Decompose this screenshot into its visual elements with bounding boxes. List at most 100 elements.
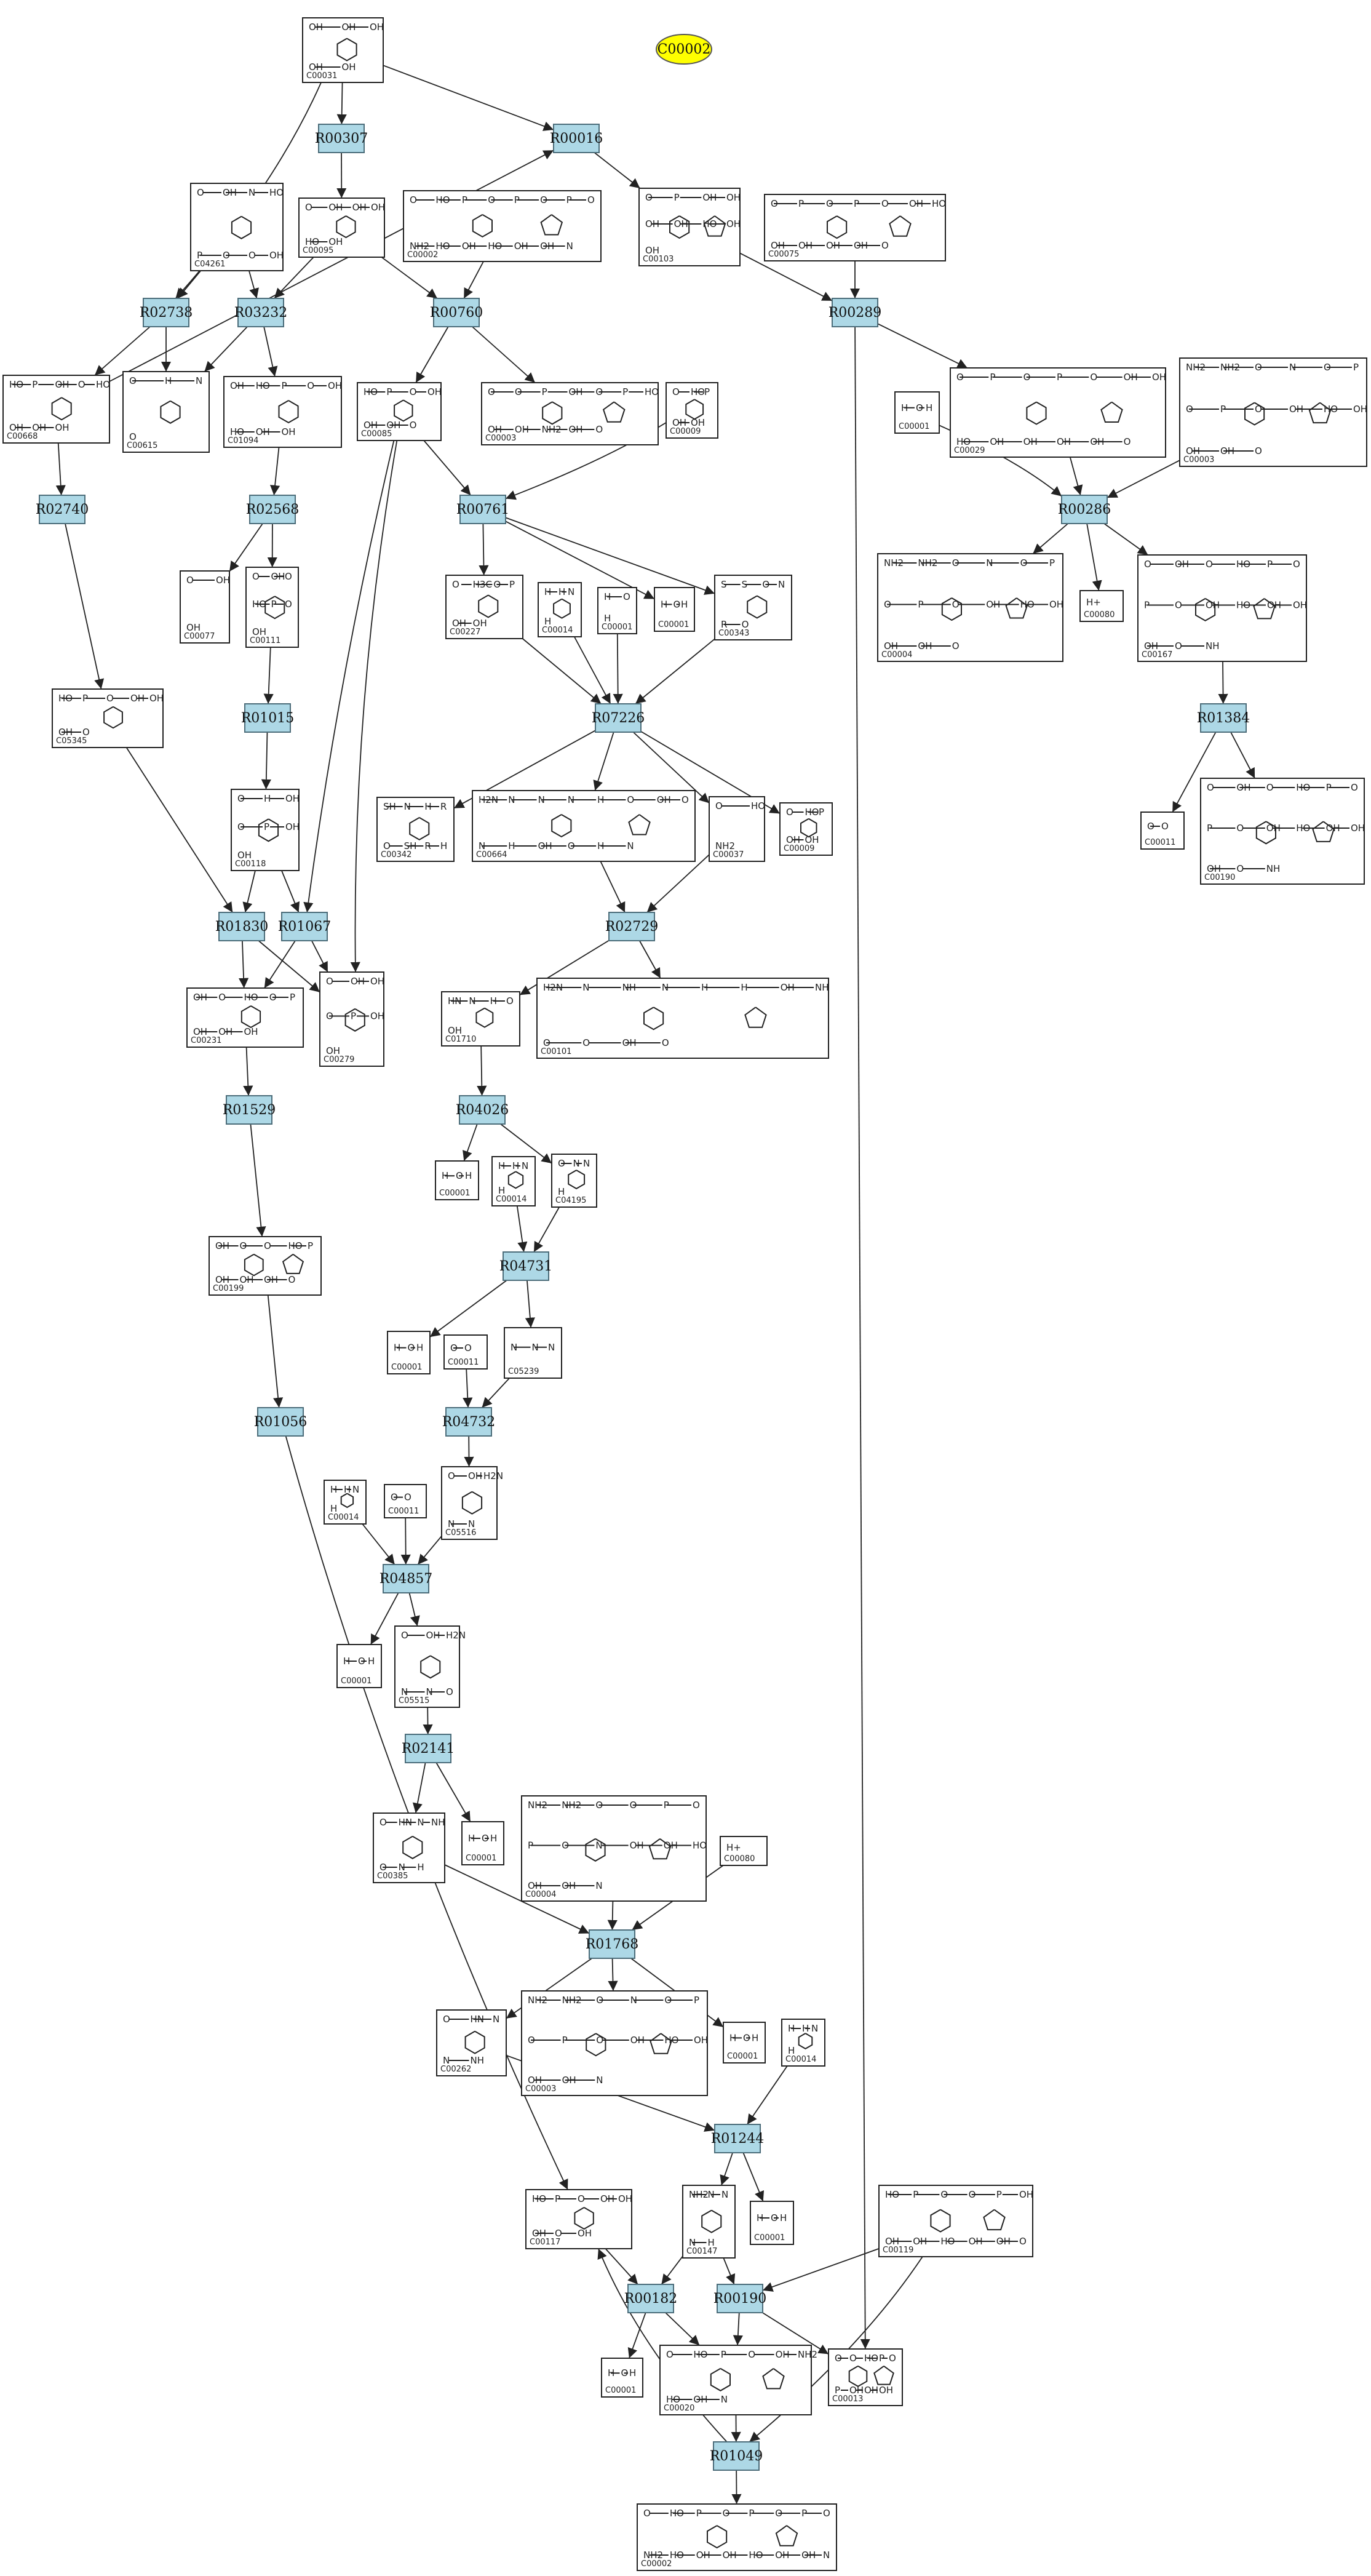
reaction-r04732[interactable]: R04732 (442, 1407, 496, 1437)
compound-id-label: C00668 (7, 432, 38, 441)
reaction-r00307[interactable]: R00307 (315, 124, 368, 153)
reaction-r00286[interactable]: R00286 (1058, 495, 1111, 524)
reaction-r01015[interactable]: R01015 (241, 703, 295, 733)
atom-label: O (786, 807, 793, 818)
reaction-r01768[interactable]: R01768 (586, 1929, 639, 1959)
reaction-r07226[interactable]: R07226 (592, 703, 645, 733)
reaction-r01244[interactable]: R01244 (711, 2124, 765, 2153)
reaction-r00289[interactable]: R00289 (829, 298, 882, 327)
reaction-r00016[interactable]: R00016 (550, 124, 603, 153)
reaction-r04026[interactable]: R04026 (456, 1095, 509, 1125)
atom-label: OH (427, 386, 442, 397)
reaction-r01049[interactable]: R01049 (710, 2441, 763, 2471)
reaction-r01384[interactable]: R01384 (1197, 703, 1250, 733)
reaction-r02141[interactable]: R02141 (402, 1734, 455, 1763)
reaction-r00190[interactable]: R00190 (713, 2284, 767, 2313)
highlight-compound[interactable]: C00002 (656, 34, 712, 65)
reaction-r00182[interactable]: R00182 (624, 2284, 678, 2313)
reaction-r02729[interactable]: R02729 (605, 912, 659, 941)
reaction-r01830[interactable]: R01830 (215, 912, 269, 941)
reaction-r04731[interactable]: R04731 (499, 1251, 553, 1281)
reaction-r01067[interactable]: R01067 (278, 912, 332, 941)
reaction-r01056[interactable]: R01056 (254, 1407, 308, 1437)
reaction-r04857[interactable]: R04857 (380, 1564, 433, 1593)
reaction-r02738[interactable]: R02738 (140, 298, 193, 327)
reaction-r03232[interactable]: R03232 (234, 298, 288, 327)
reaction-r02568[interactable]: R02568 (246, 495, 300, 524)
reaction-r00761[interactable]: R00761 (456, 495, 510, 524)
reaction-r00760[interactable]: R00760 (430, 298, 483, 327)
atom-label: O (1124, 436, 1131, 447)
reaction-r01529[interactable]: R01529 (223, 1095, 276, 1125)
reaction-r02740[interactable]: R02740 (36, 495, 89, 524)
